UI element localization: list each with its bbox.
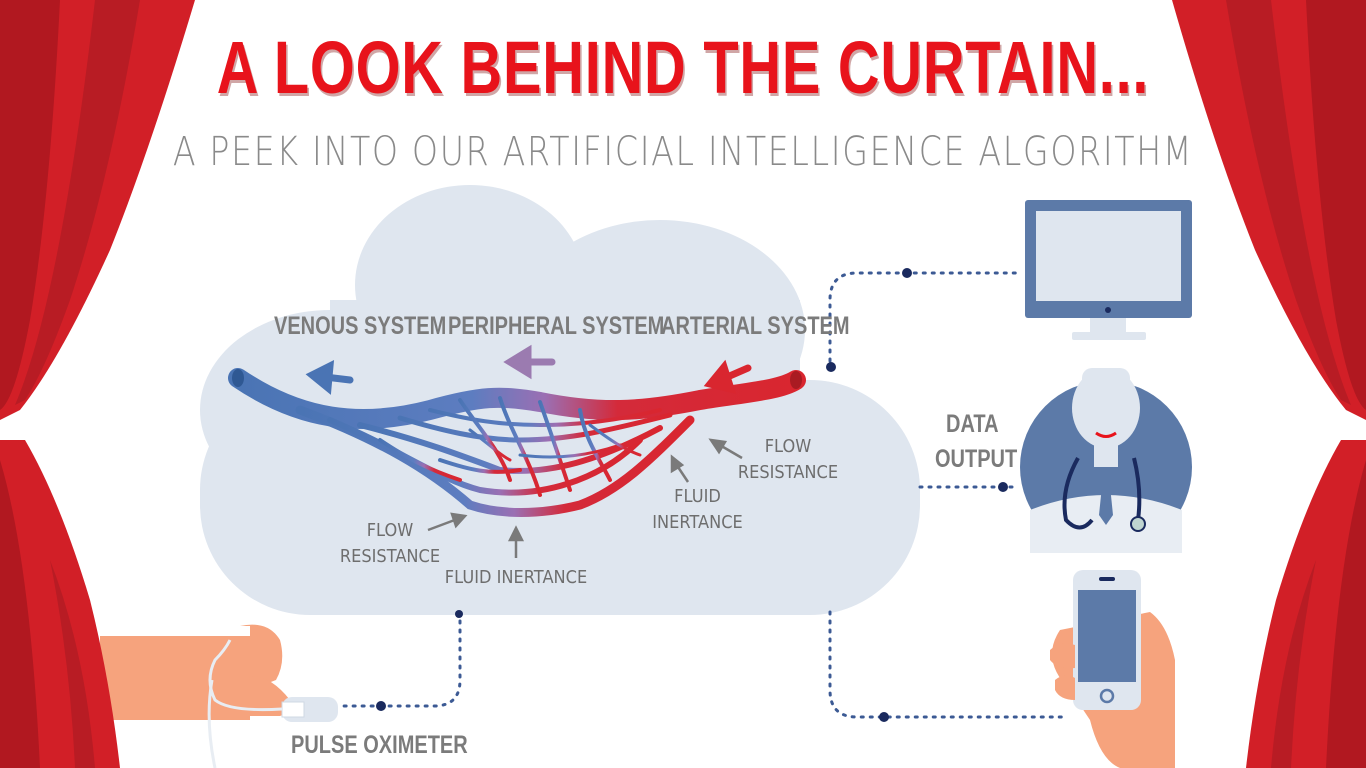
left-curtain xyxy=(0,0,195,768)
venous-system-label: VENOUS SYSTEM xyxy=(274,312,447,340)
flow-resistance-right-line2: RESISTANCE xyxy=(737,462,839,483)
computer-monitor-icon xyxy=(1025,200,1192,340)
flow-resistance-left-label: FLOW RESISTANCE xyxy=(336,518,444,570)
peripheral-arrow xyxy=(503,344,556,380)
annotation-arrows xyxy=(427,438,743,558)
flow-resistance-right-label: FLOW RESISTANCE xyxy=(734,434,842,486)
venous-opening xyxy=(232,369,244,387)
arterial-system-label: ARTERIAL SYSTEM xyxy=(661,312,850,340)
doctor-icon xyxy=(1020,368,1192,553)
page-title: A LOOK BEHIND THE CURTAIN... xyxy=(216,26,1150,109)
pulse-oximeter-label: PULSE OXIMETER xyxy=(291,731,468,759)
flow-resistance-left-line1: FLOW xyxy=(366,520,414,541)
connector-dots xyxy=(376,268,1008,722)
arterial-arrow xyxy=(703,359,752,394)
venous-arrow xyxy=(305,360,354,395)
data-output-label-line1: DATA xyxy=(946,410,999,438)
peripheral-system-label: PERIPHERAL SYSTEM xyxy=(448,312,665,340)
fluid-inertance-right-line1: FLUID xyxy=(674,486,721,507)
arterial-opening xyxy=(790,371,802,389)
flow-resistance-left-line2: RESISTANCE xyxy=(339,546,441,567)
data-output-label-line2: OUTPUT xyxy=(935,445,1018,473)
pulse-oximeter-hand-icon xyxy=(100,624,338,768)
flow-resistance-right-line1: FLOW xyxy=(764,436,812,457)
smartphone-icon xyxy=(1050,570,1175,768)
right-curtain xyxy=(1172,0,1366,768)
fluid-inertance-left-label: FLUID INERTANCE xyxy=(444,567,588,588)
fluid-inertance-right-label: FLUID INERTANCE xyxy=(646,484,750,536)
vessel-network xyxy=(228,368,806,517)
page-subtitle: A PEEK INTO OUR ARTIFICIAL INTELLIGENCE … xyxy=(172,129,1194,175)
fluid-inertance-right-line2: INERTANCE xyxy=(652,512,743,533)
